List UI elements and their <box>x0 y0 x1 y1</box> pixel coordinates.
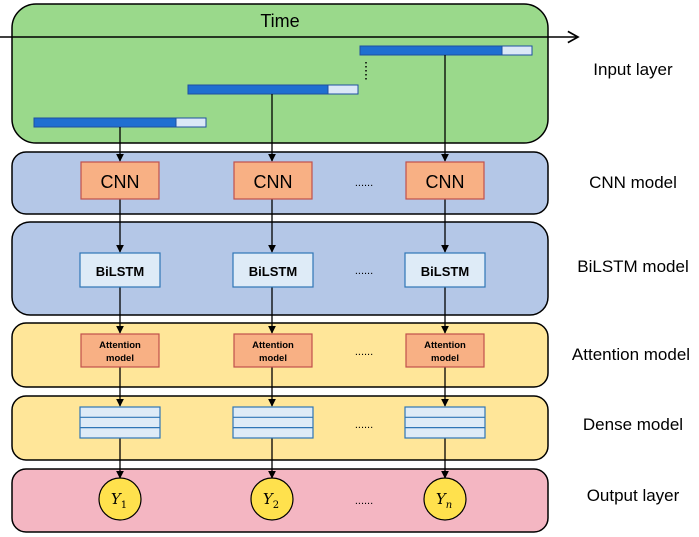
bilstm-box-1: BiLSTM <box>79 252 161 288</box>
cnn-box-label: CNN <box>254 172 293 192</box>
bilstm-box-label: BiLSTM <box>249 264 297 279</box>
input-bar-2 <box>187 84 359 95</box>
label-input-layer: Input layer <box>593 60 673 79</box>
cnn-box-label: CNN <box>101 172 140 192</box>
output-symbol: Y <box>436 490 448 508</box>
output-node-1: Y1 <box>98 477 142 521</box>
attention-box-label-line1: Attention <box>424 340 466 351</box>
output-node-2: Y2 <box>250 477 294 521</box>
time-label: Time <box>260 11 299 31</box>
output-subscript: 1 <box>121 500 127 511</box>
bilstm-box-2: BiLSTM <box>232 252 314 288</box>
output-subscript: n <box>446 500 452 511</box>
input-layer-band <box>11 3 549 144</box>
attention-box-2: Attention model <box>233 333 313 368</box>
input-bar-1 <box>33 117 207 128</box>
output-symbol: Y <box>263 490 275 508</box>
dense-block-2 <box>232 406 314 439</box>
bilstm-ellipsis: ...... <box>355 265 373 277</box>
dense-block-3 <box>404 406 486 439</box>
output-node-3: Yn <box>423 477 467 521</box>
label-dense-model: Dense model <box>583 415 683 434</box>
attention-ellipsis: ...... <box>355 346 373 358</box>
output-subscript: 2 <box>273 500 279 511</box>
input-bar-3 <box>359 45 533 56</box>
dense-ellipsis: ...... <box>355 419 373 431</box>
label-attention-model: Attention model <box>572 345 690 364</box>
dense-block-1 <box>79 406 161 439</box>
cnn-box-label: CNN <box>426 172 465 192</box>
output-symbol: Y <box>111 490 123 508</box>
attention-box-label-line1: Attention <box>252 340 294 351</box>
cnn-ellipsis: ...... <box>355 177 373 189</box>
attention-box-label-line2: model <box>106 353 134 364</box>
cnn-box-1: CNN <box>80 161 160 200</box>
cnn-box-3: CNN <box>405 161 485 200</box>
attention-box-label-line2: model <box>259 353 287 364</box>
label-cnn-model: CNN model <box>589 173 677 192</box>
bilstm-box-3: BiLSTM <box>404 252 486 288</box>
svg-text:Yn: Yn <box>436 490 452 511</box>
svg-text:Y1: Y1 <box>111 490 127 511</box>
svg-text:Y2: Y2 <box>263 490 279 511</box>
attention-box-3: Attention model <box>405 333 485 368</box>
bilstm-box-label: BiLSTM <box>421 264 469 279</box>
label-bilstm-model: BiLSTM model <box>577 257 688 276</box>
bilstm-box-label: BiLSTM <box>96 264 144 279</box>
cnn-box-2: CNN <box>233 161 313 200</box>
attention-box-1: Attention model <box>80 333 160 368</box>
label-output-layer: Output layer <box>587 486 680 505</box>
output-ellipsis: ...... <box>355 495 373 507</box>
attention-box-label-line2: model <box>431 353 459 364</box>
attention-box-label-line1: Attention <box>99 340 141 351</box>
